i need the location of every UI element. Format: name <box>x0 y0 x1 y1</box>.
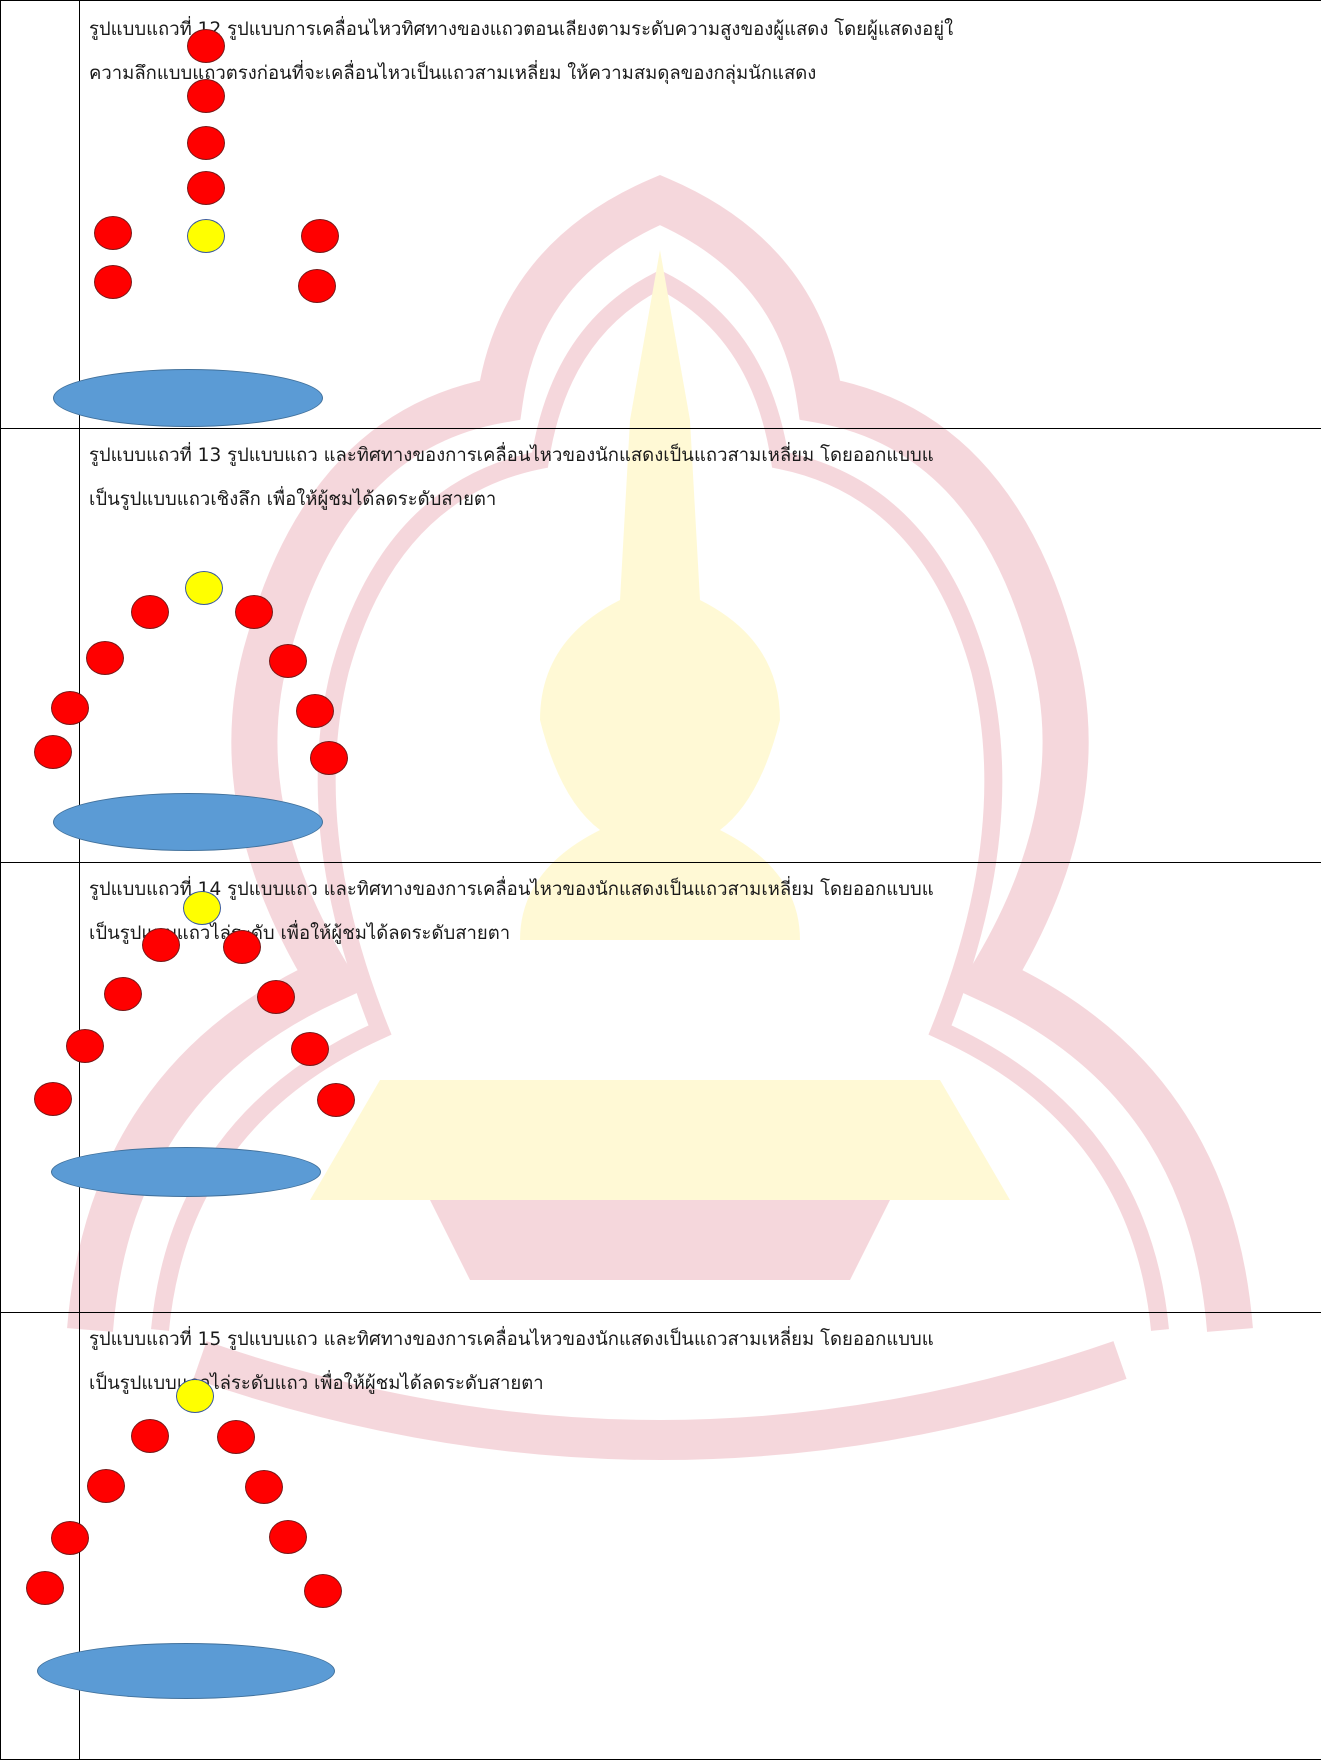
performer-dot <box>310 741 348 775</box>
formation-row-13: รูปแบบแถวที่ 13 รูปแบบแถว และทิศทางของกา… <box>1 428 1321 862</box>
performer-dot <box>269 1520 307 1554</box>
performer-dot <box>187 79 225 113</box>
performer-dot <box>51 691 89 725</box>
performer-dot <box>296 694 334 728</box>
performer-dot <box>187 171 225 205</box>
performer-dot <box>51 1521 89 1555</box>
performer-dot <box>235 595 273 629</box>
description-line-1: รูปแบบแถวที่ 13 รูปแบบแถว และทิศทางของกา… <box>89 445 934 466</box>
performer-dot <box>187 29 225 63</box>
performer-dot <box>66 1029 104 1063</box>
performer-dot <box>291 1032 329 1066</box>
performer-dot <box>86 641 124 675</box>
performer-dot <box>142 928 180 962</box>
description-line-2: เป็นรูปแบบแถวไล่ระดับ เพื่อให้ผู้ชมได้ลด… <box>89 923 511 944</box>
performer-dot <box>131 595 169 629</box>
performer-dot <box>187 126 225 160</box>
stage-platform <box>37 1643 335 1699</box>
column-divider <box>79 1 80 428</box>
lead-performer-dot <box>185 571 223 605</box>
description-line-1: รูปแบบแถวที่ 12 รูปแบบการเคลื่อนไหวทิศทา… <box>89 19 954 40</box>
stage-platform <box>51 1147 321 1197</box>
lead-performer-dot <box>187 219 225 253</box>
performer-dot <box>317 1083 355 1117</box>
description-line-2: เป็นรูปแบบแถวไล่ระดับแถว เพื่อให้ผู้ชมได… <box>89 1373 544 1394</box>
description-line-2: เป็นรูปแบบแถวเชิงลึก เพื่อให้ผู้ชมได้ลดร… <box>89 489 497 510</box>
performer-dot <box>301 219 339 253</box>
lead-performer-dot <box>176 1379 214 1413</box>
performer-dot <box>269 644 307 678</box>
formation-row-14: รูปแบบแถวที่ 14 รูปแบบแถว และทิศทางของกา… <box>1 862 1321 1312</box>
formation-row-12: รูปแบบแถวที่ 12 รูปแบบการเคลื่อนไหวทิศทา… <box>1 0 1321 428</box>
performer-dot <box>298 269 336 303</box>
performer-dot <box>257 980 295 1014</box>
stage-platform <box>53 793 323 851</box>
performer-dot <box>94 265 132 299</box>
description-line-1: รูปแบบแถวที่ 15 รูปแบบแถว และทิศทางของกา… <box>89 1329 934 1350</box>
performer-dot <box>34 735 72 769</box>
performer-dot <box>131 1419 169 1453</box>
column-divider <box>79 863 80 1312</box>
performer-dot <box>34 1082 72 1116</box>
stage-platform <box>53 369 323 427</box>
performer-dot <box>104 977 142 1011</box>
performer-dot <box>245 1470 283 1504</box>
performer-dot <box>87 1469 125 1503</box>
performer-dot <box>26 1571 64 1605</box>
performer-dot <box>217 1420 255 1454</box>
description-line-2: ความลึกแบบแถวตรงก่อนที่จะเคลื่อนไหวเป็นแ… <box>89 63 817 84</box>
lead-performer-dot <box>183 891 221 925</box>
performer-dot <box>94 216 132 250</box>
performer-dot <box>304 1574 342 1608</box>
column-divider <box>79 429 80 862</box>
performer-dot <box>223 930 261 964</box>
formation-row-15: รูปแบบแถวที่ 15 รูปแบบแถว และทิศทางของกา… <box>1 1312 1321 1760</box>
description-line-1: รูปแบบแถวที่ 14 รูปแบบแถว และทิศทางของกา… <box>89 879 934 900</box>
